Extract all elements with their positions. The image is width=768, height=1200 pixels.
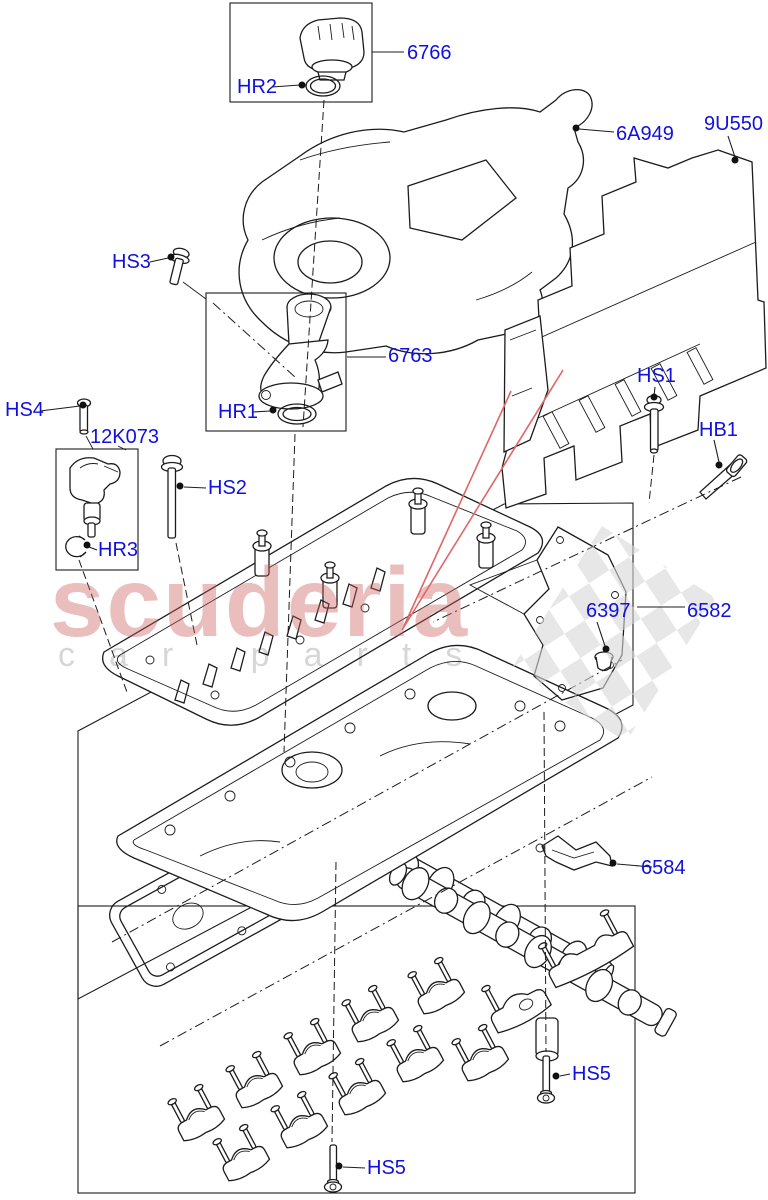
callout-HS1: HS1: [637, 365, 676, 387]
watermark-brand: scuderia: [50, 547, 469, 657]
oil-filler-tube-6763: [258, 293, 343, 425]
checkered-flag: [512, 526, 716, 742]
callout-dots: [79, 81, 739, 1170]
callout-6397: 6397: [586, 600, 631, 622]
watermark-tagline: car parts: [58, 636, 496, 674]
bolt-HS5-bottom: [323, 1144, 343, 1193]
callout-HB1: HB1: [699, 419, 738, 441]
callout-HR3: HR3: [98, 539, 139, 561]
bolt-HS5-right: [536, 1055, 556, 1104]
double-bearing-cap: [537, 909, 635, 989]
assembly-axis-lines: [78, 99, 742, 1143]
engine-cover-6766: [238, 89, 593, 355]
callout-HR2: HR2: [237, 76, 278, 98]
callout-6A949: 6A949: [616, 123, 674, 145]
callout-HS5-bottom: HS5: [367, 1157, 406, 1179]
oil-filler-cap-6766: [299, 17, 365, 97]
callout-6766: 6766: [407, 42, 452, 64]
camshaft-exhaust: [388, 862, 677, 1037]
bolt-HS4: [76, 398, 92, 435]
acoustic-panel-9U550: [501, 149, 767, 509]
camshaft-sensor-12K073: [65, 457, 121, 558]
watermark: scuderia car parts: [50, 526, 716, 742]
callout-HS2: HS2: [208, 477, 247, 499]
callout-HS4: HS4: [5, 399, 44, 421]
callout-leader-lines: [39, 51, 736, 1169]
oil-pipe-6584: [535, 835, 613, 871]
bolt-HS2: [160, 454, 184, 539]
callout-6582: 6582: [687, 600, 732, 622]
stud-HB1: [699, 454, 748, 500]
callout-6763: 6763: [388, 345, 433, 367]
red-pointer-lines: [401, 369, 564, 631]
cylinder-head-cover-top: [101, 477, 544, 726]
bolt-HS3: [169, 247, 190, 286]
camshaft-bearing-caps: [163, 909, 635, 1185]
end-bearing-cap: [481, 984, 559, 1062]
callout-HS5-right: HS5: [572, 1063, 611, 1085]
callout-HR1: HR1: [218, 401, 259, 423]
callout-HS3: HS3: [112, 251, 151, 273]
callout-6584: 6584: [641, 857, 686, 879]
cylinder-head-cover-underside: [116, 644, 623, 922]
callout-12K073: 12K073: [90, 426, 159, 448]
callout-9U550: 9U550: [704, 113, 763, 135]
